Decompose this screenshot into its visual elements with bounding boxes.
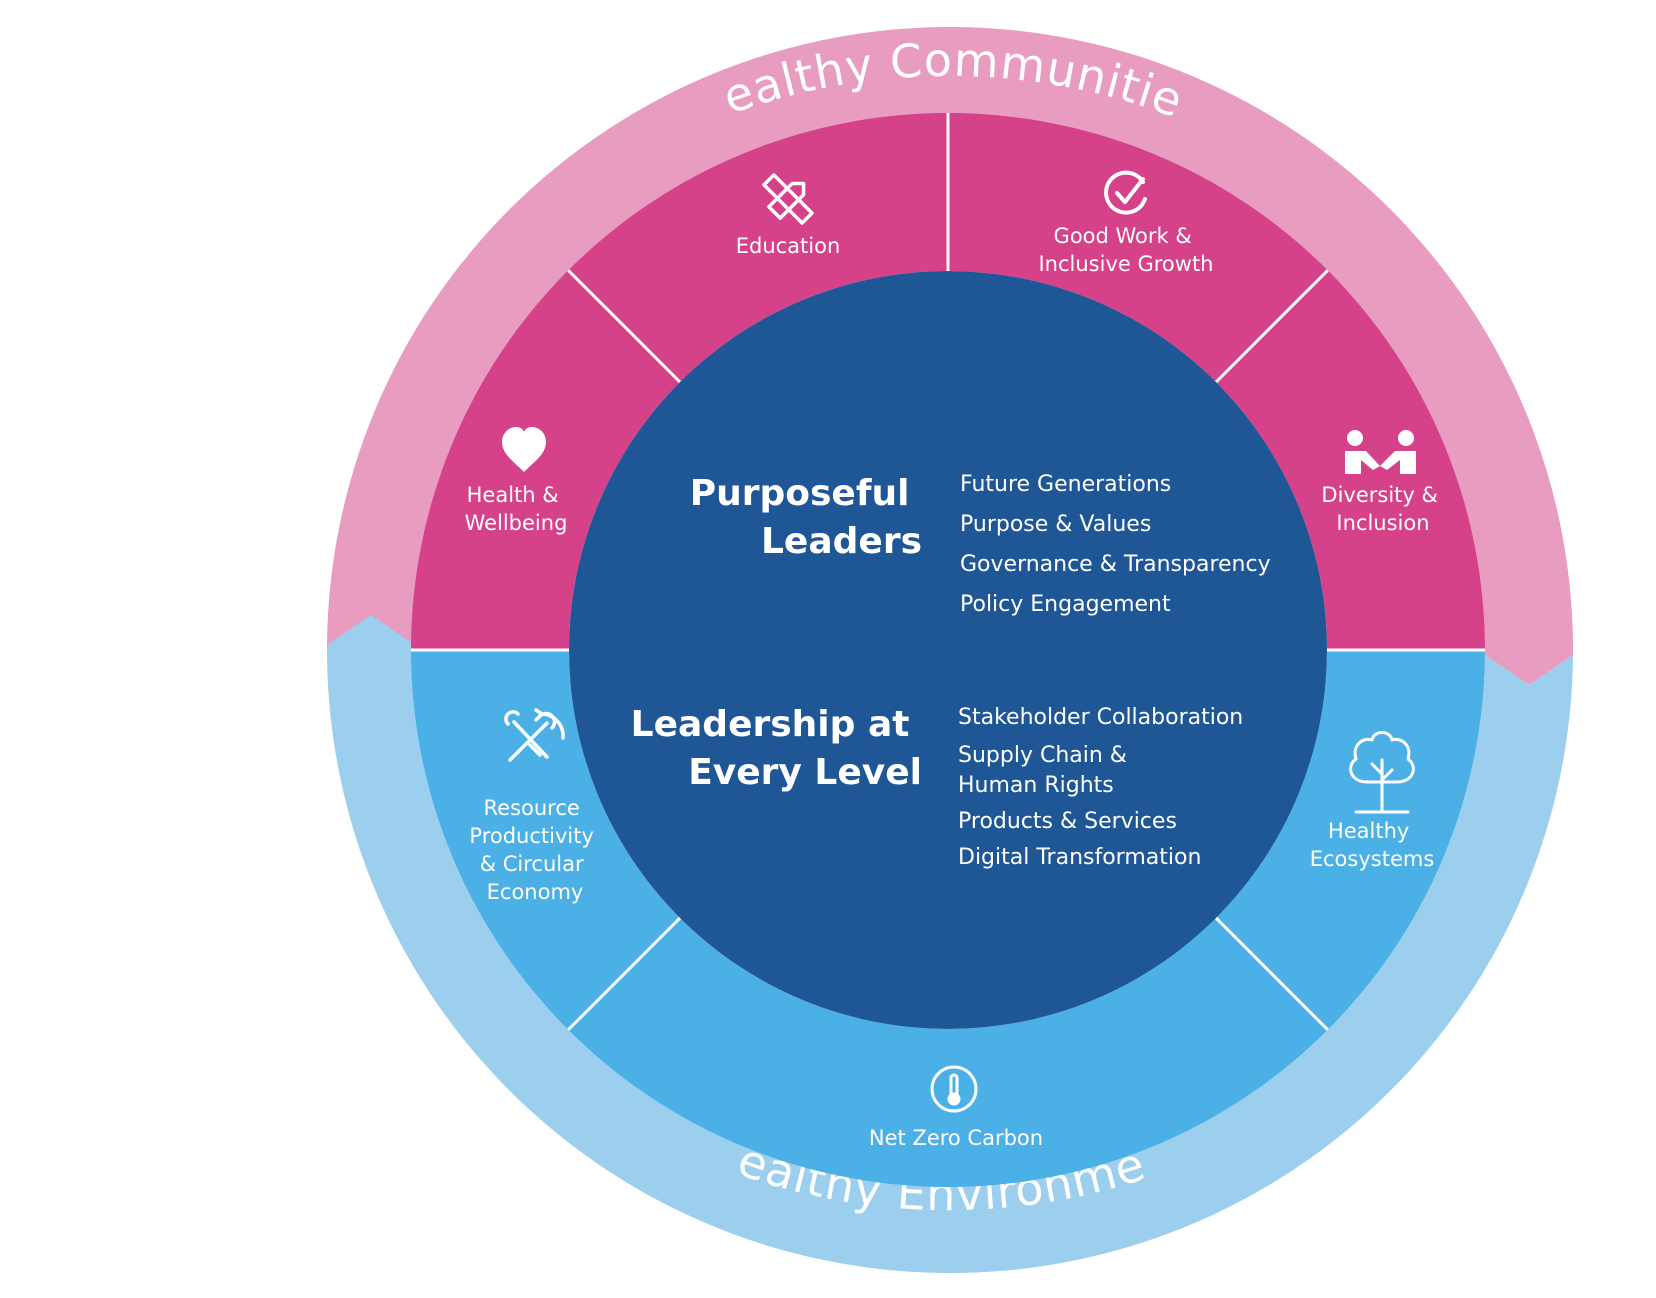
segment-education[interactable]: Education bbox=[736, 173, 841, 258]
segment-band-environment bbox=[411, 650, 1485, 1187]
segment-ecosystems-label: Healthy Ecosystems bbox=[1310, 819, 1435, 871]
core-leadership-every-level: Leadership at Every Level Stakeholder Co… bbox=[631, 704, 1250, 870]
segment-divider-line bbox=[567, 916, 682, 1031]
checkmark-circle-icon bbox=[1104, 170, 1147, 215]
core-leadership-title: Leadership at Every Level bbox=[631, 704, 922, 793]
segment-good-work-label: Good Work & Inclusive Growth bbox=[1038, 224, 1213, 276]
tools-recycle-icon bbox=[504, 708, 565, 762]
segment-diversity[interactable]: Diversity & Inclusion bbox=[1321, 430, 1444, 535]
core-purposeful-leaders: Purposeful Leaders Future Generations Pu… bbox=[690, 472, 1278, 617]
outer-ring-environment bbox=[326, 615, 1573, 1274]
core-purposeful-items: Future Generations Purpose & Values Gove… bbox=[960, 472, 1278, 617]
handshake-people-icon bbox=[1345, 430, 1416, 474]
segment-ring bbox=[411, 113, 1485, 1187]
segment-education-label: Education bbox=[736, 234, 841, 258]
pencil-ruler-icon bbox=[762, 173, 814, 225]
segment-divider-line bbox=[1214, 269, 1329, 384]
segment-divider-line bbox=[1214, 916, 1329, 1031]
segment-good-work[interactable]: Good Work & Inclusive Growth bbox=[1038, 170, 1214, 276]
segment-resource-label: Resource Productivity & Circular Economy bbox=[469, 796, 600, 904]
core-purposeful-title: Purposeful Leaders bbox=[690, 473, 922, 562]
outer-ring-communities bbox=[327, 26, 1574, 685]
segment-net-zero[interactable]: Net Zero Carbon bbox=[869, 1065, 1043, 1150]
core-circle bbox=[569, 271, 1327, 1029]
heart-icon bbox=[502, 427, 546, 472]
core-leadership-items: Stakeholder Collaboration Supply Chain &… bbox=[958, 705, 1250, 870]
segment-resource[interactable]: Resource Productivity & Circular Economy bbox=[469, 708, 600, 904]
thermometer-icon bbox=[930, 1065, 978, 1113]
segment-diversity-label: Diversity & Inclusion bbox=[1321, 483, 1444, 535]
segment-ecosystems[interactable]: Healthy Ecosystems bbox=[1310, 731, 1435, 872]
segment-health-label: Health & Wellbeing bbox=[465, 483, 568, 535]
segment-divider-line bbox=[567, 269, 682, 384]
segment-health[interactable]: Health & Wellbeing bbox=[465, 427, 568, 535]
segment-band-communities bbox=[411, 113, 1485, 650]
tree-icon bbox=[1349, 731, 1415, 814]
segment-net-zero-label: Net Zero Carbon bbox=[869, 1126, 1043, 1150]
segment-dividers bbox=[411, 113, 1485, 1031]
